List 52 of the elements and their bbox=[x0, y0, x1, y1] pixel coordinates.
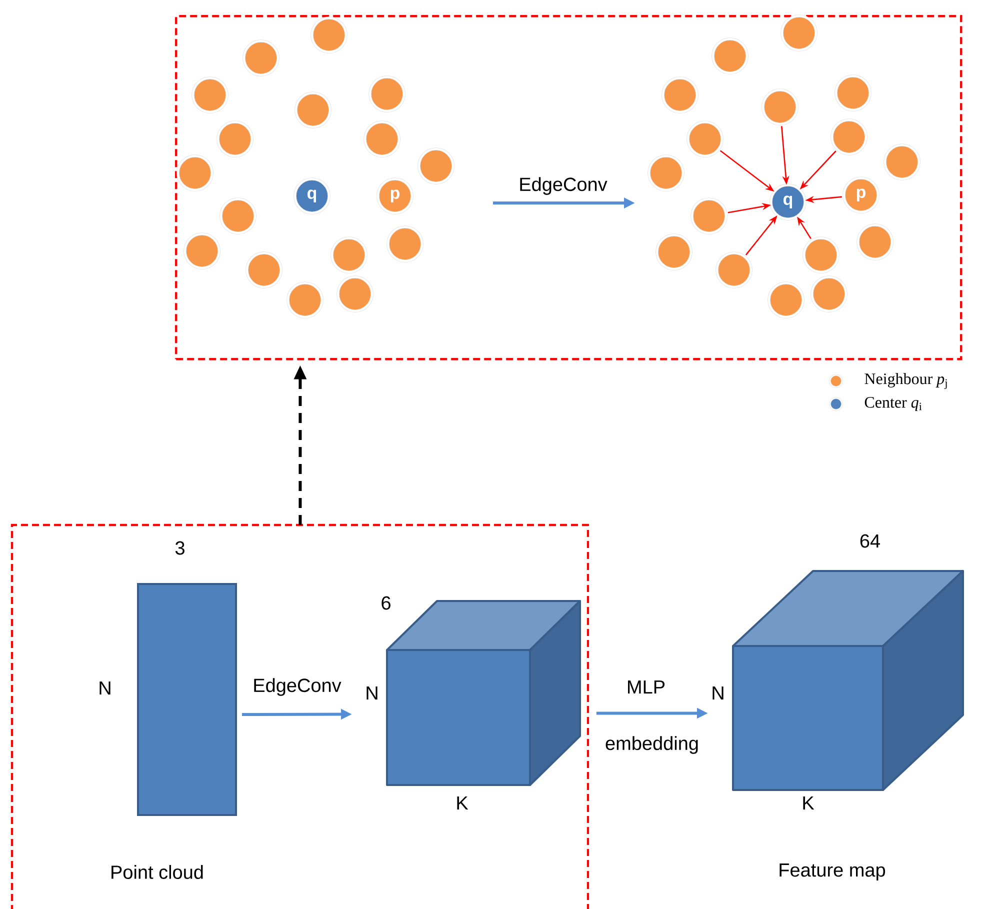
point-circle bbox=[364, 120, 400, 158]
point-circle bbox=[242, 40, 280, 76]
dimension-label: 6 bbox=[382, 596, 390, 610]
point-circle bbox=[830, 118, 868, 156]
dimension-label: N bbox=[712, 686, 724, 700]
point-cloud-bar bbox=[137, 583, 237, 816]
node-label: Feature map bbox=[780, 864, 886, 880]
edge-label: EdgeConv bbox=[252, 677, 342, 697]
point-circle bbox=[686, 120, 724, 158]
text-label: EdgeConv bbox=[520, 177, 608, 195]
dimension-label: N bbox=[366, 686, 378, 700]
point-circle bbox=[336, 276, 374, 312]
point-circle bbox=[834, 74, 872, 112]
dimension-label: 64 bbox=[860, 534, 880, 548]
dimension-label: K bbox=[457, 796, 468, 810]
dashed-frame bbox=[175, 15, 962, 360]
point-circle bbox=[330, 236, 368, 274]
point-circle bbox=[780, 14, 818, 52]
point-circle bbox=[176, 154, 214, 192]
point-circle bbox=[690, 198, 728, 234]
point-circle bbox=[768, 282, 804, 318]
point-circle bbox=[884, 144, 920, 180]
point-circle bbox=[662, 76, 698, 114]
point-circle bbox=[856, 224, 894, 260]
legend-text: Neighbour p$_{j}$ bbox=[864, 372, 947, 390]
point-circle bbox=[246, 252, 282, 288]
edge-label: MLP bbox=[625, 679, 667, 695]
point-circle bbox=[192, 76, 228, 114]
dimension-label: N bbox=[100, 681, 110, 695]
point-circle bbox=[716, 252, 752, 288]
point-circle bbox=[712, 38, 748, 74]
dashed-frame bbox=[10, 524, 590, 909]
point-circle bbox=[220, 198, 256, 234]
point-circle bbox=[216, 120, 254, 158]
legend-text: Center q$_{i}$ bbox=[864, 397, 922, 411]
cube bbox=[732, 570, 964, 791]
point-circle bbox=[184, 232, 220, 270]
point-circle bbox=[810, 276, 848, 312]
point-circle bbox=[418, 148, 454, 184]
point-circle bbox=[386, 226, 424, 262]
point-circle bbox=[368, 76, 406, 112]
point-circle bbox=[294, 92, 332, 128]
point-circle bbox=[286, 282, 324, 318]
text-label: embedding bbox=[606, 736, 698, 754]
dimension-label: 3 bbox=[175, 541, 184, 555]
point-circle bbox=[648, 154, 684, 192]
point-circle bbox=[310, 16, 348, 54]
point-circle bbox=[802, 236, 840, 274]
point-circle bbox=[762, 88, 798, 126]
dimension-label: K bbox=[803, 796, 814, 810]
node-label: Point cloud bbox=[112, 865, 203, 879]
point-circle bbox=[656, 234, 692, 270]
